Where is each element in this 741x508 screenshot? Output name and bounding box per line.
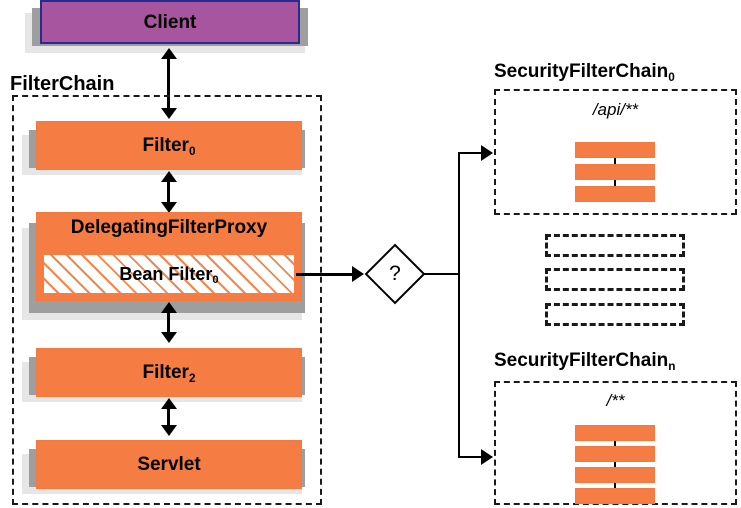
ellipsis-box-3 (545, 303, 685, 326)
delegating-filter-proxy-label: DelegatingFilterProxy (70, 217, 268, 238)
chainn-filter-bar-3[interactable] (575, 467, 655, 483)
ellipsis-box-2 (545, 268, 685, 291)
arrow-filter0-down (161, 202, 177, 213)
chain0-filter-bar-1[interactable] (575, 142, 655, 158)
security-filter-chain-n-label: SecurityFilterChainn (494, 350, 676, 373)
line-decision-stem (424, 273, 460, 275)
security-filter-chain-0-pattern: /api/** (592, 100, 639, 119)
filterchain-container (12, 95, 322, 505)
chain0-filter-bar-3[interactable] (575, 186, 655, 202)
servlet-label: Servlet (137, 454, 201, 475)
arrow-into-decision (352, 266, 364, 282)
arrow-dfp-up (161, 302, 177, 313)
bean-filter-label: Bean Filter0 (119, 263, 219, 287)
line-branch-upper (458, 152, 492, 154)
line-client-filter0 (167, 56, 170, 111)
arrow-client-down (161, 108, 177, 119)
arrow-to-chain-n (481, 449, 493, 465)
arrow-filter2-down (161, 425, 177, 436)
arrow-client-up (161, 48, 177, 59)
bean-filter-box[interactable]: Bean Filter0 (43, 254, 295, 294)
line-filter0-dfp (167, 179, 170, 205)
line-beanfilter-decision (296, 273, 360, 276)
filter0-label: Filter0 (142, 135, 196, 158)
servlet-box[interactable]: Servlet (36, 440, 302, 489)
ellipsis-box-1 (545, 234, 685, 257)
line-branch-trunk (458, 152, 460, 458)
client-label: Client (143, 11, 197, 33)
filter2-label: Filter2 (142, 362, 196, 385)
chain0-filter-bar-2[interactable] (575, 164, 655, 180)
filterchain-label: FilterChain (10, 73, 115, 95)
filter2-box[interactable]: Filter2 (36, 348, 302, 397)
security-filter-chain-0-container (494, 89, 737, 215)
security-filter-chain-n-pattern: /** (606, 391, 625, 410)
client-box[interactable]: Client (40, 0, 300, 44)
security-filter-chain-n-container (494, 381, 737, 505)
chainn-filter-bar-1[interactable] (575, 425, 655, 441)
security-filter-chain-0-label: SecurityFilterChain0 (494, 61, 675, 84)
decision-diamond-shape (364, 243, 426, 305)
arrow-dfp-down (161, 332, 177, 343)
decision-diamond[interactable]: ? (364, 243, 426, 305)
line-branch-lower (458, 456, 492, 458)
decision-label: ? (389, 262, 401, 285)
arrow-filter0-up (161, 171, 177, 182)
line-filter2-servlet (167, 406, 170, 428)
arrow-filter2-up (161, 398, 177, 409)
chainn-filter-bar-4[interactable] (575, 488, 655, 504)
line-dfp-filter2 (167, 310, 170, 335)
arrow-to-chain-0 (481, 145, 493, 161)
filter0-box[interactable]: Filter0 (36, 121, 302, 170)
chainn-filter-bar-2[interactable] (575, 446, 655, 462)
